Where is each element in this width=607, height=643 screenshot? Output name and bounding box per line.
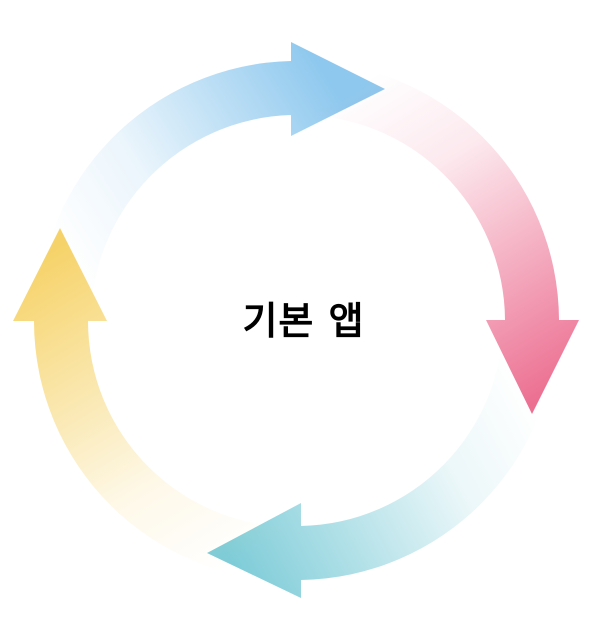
left-arrow <box>13 228 297 582</box>
center-label: 기본 앱 <box>242 299 365 343</box>
